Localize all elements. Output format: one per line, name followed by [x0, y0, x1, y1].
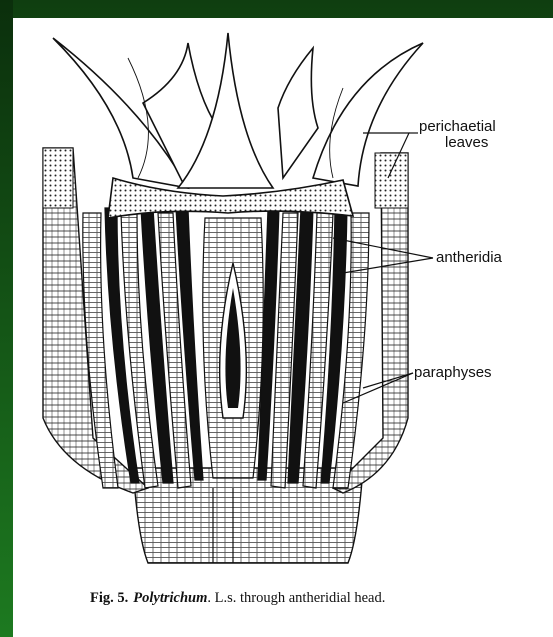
label-antheridia: antheridia: [436, 249, 502, 267]
caption-genus: Polytrichum: [133, 590, 207, 606]
perichaetial-band-left: [43, 148, 73, 208]
caption-text: . L.s. through antheridial head.: [207, 590, 385, 606]
figure-panel: perichaetial leaves antheridia paraphyse…: [13, 18, 553, 637]
caption-fig-number: Fig. 5.: [90, 590, 128, 606]
label-leaves: leaves: [445, 134, 488, 152]
polytrichum-illustration: [13, 18, 553, 637]
label-paraphyses: paraphyses: [414, 364, 492, 382]
perichaetial-leaves: [53, 33, 423, 218]
figure-caption: Fig. 5. Polytrichum. L.s. through antheri…: [90, 590, 530, 607]
left-border-band: [0, 0, 13, 637]
perichaetial-band-right: [375, 153, 408, 208]
